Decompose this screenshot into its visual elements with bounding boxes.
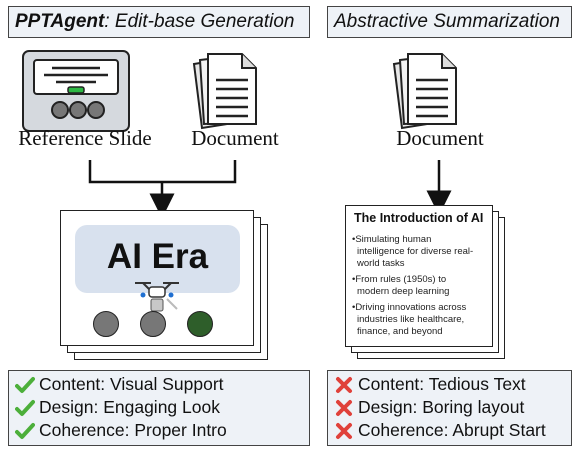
- right-document-caption: Document: [396, 126, 484, 150]
- generated-slide-stack: AI Era: [60, 210, 270, 362]
- summary-bullet: •Simulating human intelligence for diver…: [352, 234, 474, 269]
- pptagent-brand: PPTAgent: [15, 11, 105, 32]
- slide-circle-3: [187, 311, 213, 337]
- left-panel-title: PPTAgent: Edit-base Generation: [8, 6, 310, 38]
- cross-icon: [336, 376, 352, 393]
- left-document-icon: [192, 53, 257, 130]
- cross-icon: [336, 399, 352, 416]
- reference-slide-icon: [22, 50, 130, 132]
- left-result-text: Design: Engaging Look: [39, 397, 220, 417]
- check-icon: [15, 422, 35, 439]
- left-result-row: Design: Engaging Look: [15, 396, 303, 419]
- summary-slide-title: The Introduction of AI: [354, 211, 484, 225]
- right-result-row: Content: Tedious Text: [334, 373, 565, 396]
- right-result-text: Coherence: Abrupt Start: [358, 420, 546, 440]
- summary-slide: The Introduction of AI •Simulating human…: [345, 205, 493, 347]
- summary-bullet: •Driving innovations across industries l…: [352, 302, 467, 337]
- cross-icon: [336, 422, 352, 439]
- right-results-box: Content: Tedious Text Design: Boring lay…: [327, 370, 572, 446]
- left-result-text: Content: Visual Support: [39, 374, 224, 394]
- ai-era-banner: AI Era: [75, 225, 240, 293]
- drone-icon: [135, 282, 179, 312]
- left-result-text: Coherence: Proper Intro: [39, 420, 227, 440]
- summary-bullet: •From rules (1950s) to modern deep learn…: [352, 274, 450, 297]
- generated-slide: AI Era: [60, 210, 254, 346]
- slide-circle-2: [140, 311, 166, 337]
- left-result-row: Content: Visual Support: [15, 373, 303, 396]
- right-panel-title: Abstractive Summarization: [327, 6, 572, 38]
- reference-slide-caption: Reference Slide: [18, 126, 152, 150]
- right-title-text: Abstractive Summarization: [334, 11, 560, 32]
- summary-bullet-list: •Simulating human intelligence for diver…: [352, 234, 478, 342]
- slide-circle-1: [93, 311, 119, 337]
- left-results-box: Content: Visual Support Design: Engaging…: [8, 370, 310, 446]
- right-result-text: Content: Tedious Text: [358, 374, 526, 394]
- left-title-rest: : Edit-base Generation: [104, 11, 295, 32]
- left-result-row: Coherence: Proper Intro: [15, 419, 303, 442]
- summary-slide-stack: The Introduction of AI •Simulating human…: [345, 205, 507, 361]
- check-icon: [15, 399, 35, 416]
- check-icon: [15, 376, 35, 393]
- left-document-caption: Document: [191, 126, 279, 150]
- merge-connector: [88, 160, 237, 184]
- right-result-text: Design: Boring layout: [358, 397, 525, 417]
- right-result-row: Coherence: Abrupt Start: [334, 419, 565, 442]
- right-document-icon: [392, 53, 457, 130]
- right-result-row: Design: Boring layout: [334, 396, 565, 419]
